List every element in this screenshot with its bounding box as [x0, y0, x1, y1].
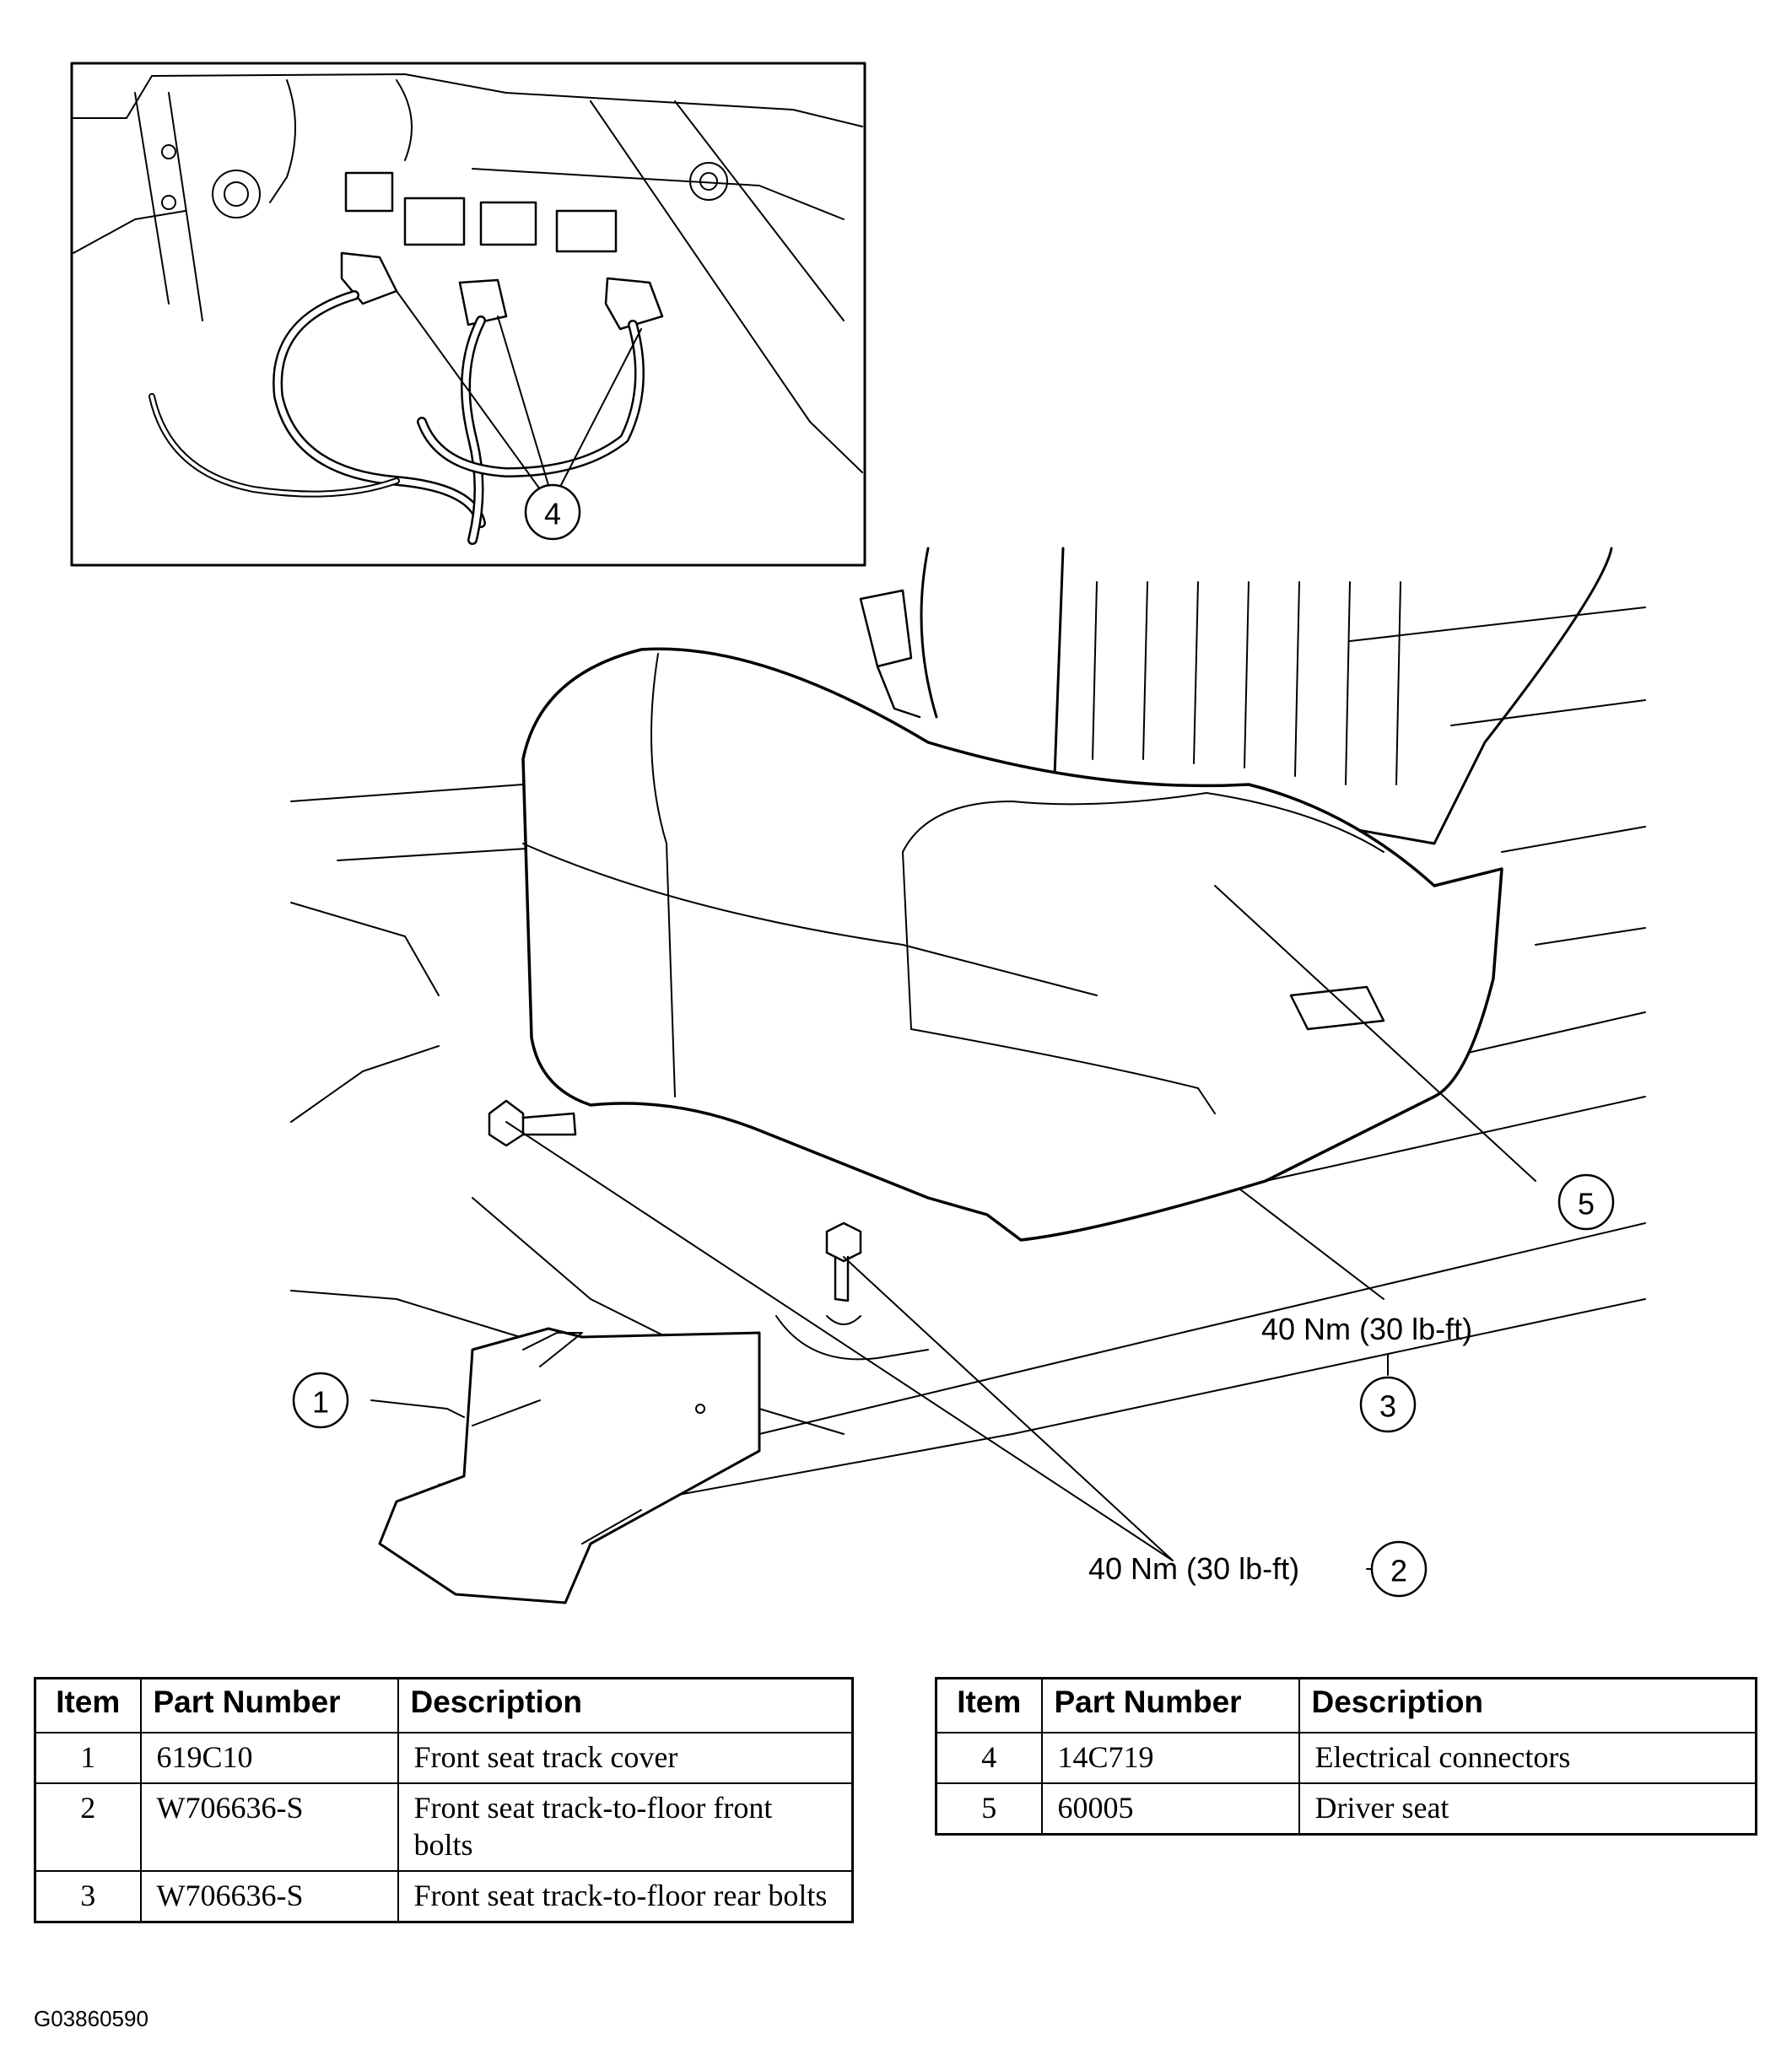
cell-part-number: 14C719	[1040, 1732, 1300, 1784]
table-row: 2 W706636-S Front seat track-to-floor fr…	[34, 1782, 854, 1872]
cell-part-number: 60005	[1040, 1782, 1300, 1836]
callout-2: 2	[1390, 1554, 1407, 1588]
cell-part-number: W706636-S	[139, 1870, 399, 1923]
callout-circle-2	[1370, 1540, 1428, 1598]
table-header-row: Item Part Number Description	[935, 1677, 1757, 1733]
header-part-number: Part Number	[1040, 1677, 1300, 1733]
header-part-number: Part Number	[139, 1677, 399, 1733]
callout-5: 5	[1578, 1187, 1595, 1221]
callout-circle-5	[1557, 1173, 1615, 1231]
seat-main-view	[290, 547, 1646, 1604]
callout-1: 1	[312, 1385, 329, 1420]
cell-description: Front seat track-to-floor front bolts	[397, 1782, 854, 1872]
header-item: Item	[34, 1677, 142, 1733]
cell-item: 1	[34, 1732, 142, 1784]
figure-id: G03860590	[34, 2006, 148, 2031]
cell-description: Driver seat	[1298, 1782, 1757, 1836]
cell-item: 4	[935, 1732, 1043, 1784]
parts-table-right: Item Part Number Description 4 14C719 El…	[935, 1677, 1757, 1836]
table-header-row: Item Part Number Description	[34, 1677, 854, 1733]
cell-part-number: W706636-S	[139, 1782, 399, 1872]
cell-description: Front seat track-to-floor rear bolts	[397, 1870, 854, 1923]
callout-circle-3	[1359, 1376, 1417, 1433]
table-row: 3 W706636-S Front seat track-to-floor re…	[34, 1870, 854, 1923]
parts-table-left: Item Part Number Description 1 619C10 Fr…	[34, 1677, 854, 1923]
torque-label-rear-bolts: 40 Nm (30 lb-ft)	[1261, 1312, 1472, 1346]
cell-item: 5	[935, 1782, 1043, 1836]
header-item: Item	[935, 1677, 1043, 1733]
table-row: 4 14C719 Electrical connectors	[935, 1732, 1757, 1784]
callout-circle-1	[292, 1372, 349, 1429]
torque-label-front-bolts: 40 Nm (30 lb-ft)	[1088, 1551, 1299, 1586]
callout-4: 4	[544, 497, 561, 531]
table-row: 5 60005 Driver seat	[935, 1782, 1757, 1836]
cell-item: 3	[34, 1870, 142, 1923]
cell-item: 2	[34, 1782, 142, 1872]
header-description: Description	[397, 1677, 854, 1733]
callout-3: 3	[1379, 1389, 1396, 1424]
table-row: 1 619C10 Front seat track cover	[34, 1732, 854, 1784]
cell-description: Electrical connectors	[1298, 1732, 1757, 1784]
callout-circle-4	[524, 483, 581, 541]
header-description: Description	[1298, 1677, 1757, 1733]
cell-part-number: 619C10	[139, 1732, 399, 1784]
cell-description: Front seat track cover	[397, 1732, 854, 1784]
connector-inset	[70, 62, 866, 567]
